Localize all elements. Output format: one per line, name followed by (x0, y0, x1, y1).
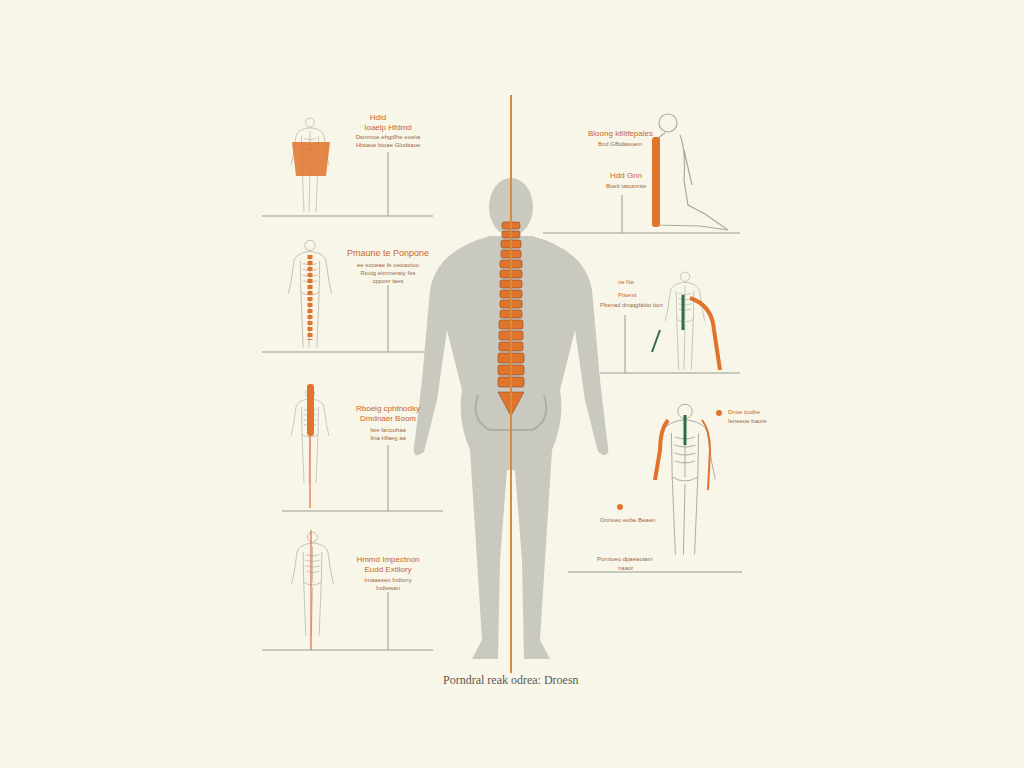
annotation-label: Ieneeoe baore (728, 418, 767, 425)
shoulder-highlight (292, 142, 330, 176)
marker-dot (617, 504, 623, 510)
annotation-label: ne Ne (618, 279, 634, 286)
annotation-label: cppcer taes (372, 278, 403, 285)
annotation-label: Hdld (370, 114, 386, 123)
plumb-line (310, 530, 311, 650)
annotation-label: Onnoeo eobe Beaen (600, 517, 655, 524)
annotation-label: Dmdnaer Boom (360, 415, 416, 424)
annotation-label: Indiewan (376, 585, 400, 592)
small-figure (665, 272, 705, 370)
annotation-label: Iwe fancuhaa (370, 427, 406, 434)
spine-highlight (308, 255, 313, 340)
annotation-label: Bnd GBtdasuem (598, 141, 642, 148)
arm-highlight (702, 420, 710, 490)
neck-highlight (684, 415, 687, 445)
spine-highlight (652, 137, 660, 227)
annotation-label: Boeit tatosnnte (606, 183, 646, 190)
annotation-label: Rooig eimmeraty fes (360, 270, 415, 277)
small-figure (291, 118, 329, 212)
plumb-line (309, 400, 310, 508)
annotation-label: Imaaeseo fndiony (364, 577, 411, 584)
annotation-label: Ponnoeo dpaeaoiam (597, 556, 652, 563)
annotation-label: Hbsaoe btoae Glodsaoe (356, 142, 421, 149)
side-figure (292, 532, 334, 635)
annotation-label: Bloong ktlitfepales (588, 130, 653, 139)
plumb-line (510, 95, 512, 688)
arm-highlight (655, 420, 668, 480)
marker-dot (716, 410, 722, 416)
annotation-label: Dsmmoe ehgdlhe eoelia (356, 134, 421, 141)
arm-highlight (652, 330, 660, 352)
annotation-label: Rboeig cphtnodky (356, 405, 420, 414)
annotation-label: Pmaune te Ponpone (347, 249, 429, 259)
small-figure (655, 404, 716, 554)
annotation-label: ee ecoeae fe oeicaoiuo (357, 262, 419, 269)
annotation-label: naaor (618, 565, 633, 572)
annotation-label: Ioaelp Hfdmd (364, 124, 412, 133)
small-figure (288, 240, 331, 347)
arm-highlight (690, 298, 720, 370)
annotation-label: Ilna Hfaeg aa (370, 435, 406, 442)
annotation-label: Eudd Extilory (364, 566, 411, 575)
kneeling-figure (653, 114, 728, 230)
annotation-label: Dnoe tcoibe (728, 409, 760, 416)
annotation-label: Hdd Gnn (610, 172, 642, 181)
annotation-label: Hmmd Impectnon (356, 556, 419, 565)
figure-caption: Porndral reak odrea: Droesn (439, 673, 583, 688)
annotation-label: Pbsnad dnqqgfaitio tion (600, 302, 663, 309)
annotation-label: Ptsemt (618, 292, 637, 299)
neck-highlight (682, 295, 685, 330)
